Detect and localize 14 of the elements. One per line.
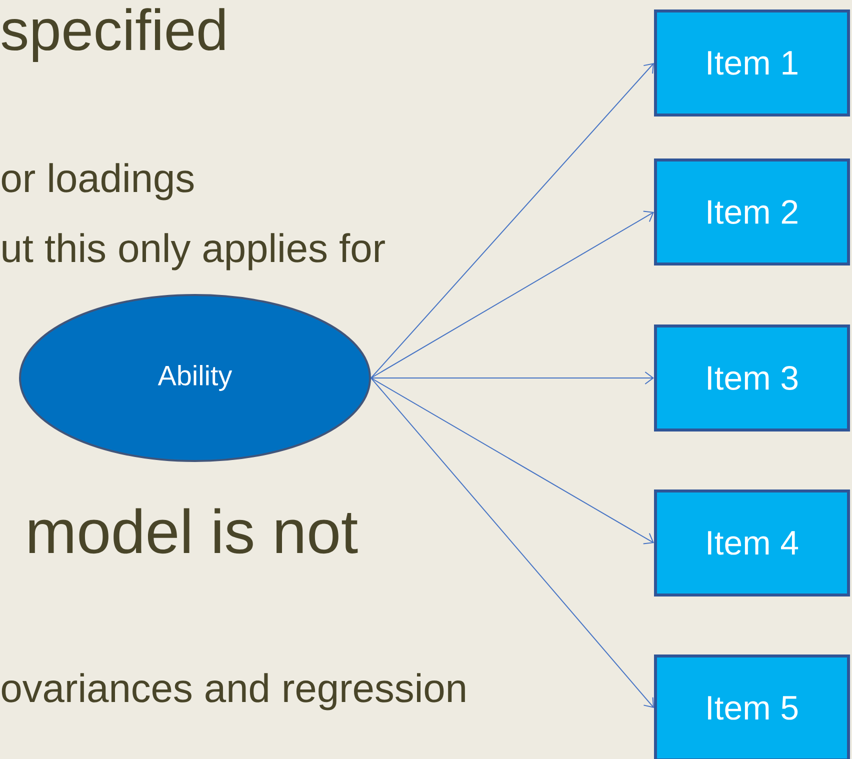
- slide-text: ovariances and regression: [2, 673, 465, 710]
- slide-text: or loadings: [2, 163, 194, 200]
- item-box: Item 5: [654, 654, 850, 759]
- item-box: Item 2: [654, 158, 850, 266]
- arrow: [370, 378, 654, 708]
- arrow: [370, 63, 654, 378]
- arrow: [370, 378, 654, 544]
- arrow: [370, 372, 654, 384]
- item-box: Item 3: [654, 324, 850, 432]
- ellipse-node: Ability: [19, 294, 371, 462]
- item-box: Item 1: [654, 10, 850, 116]
- arrow: [370, 210, 654, 378]
- item-box: Item 4: [654, 490, 850, 596]
- slide-text: specified: [2, 8, 224, 62]
